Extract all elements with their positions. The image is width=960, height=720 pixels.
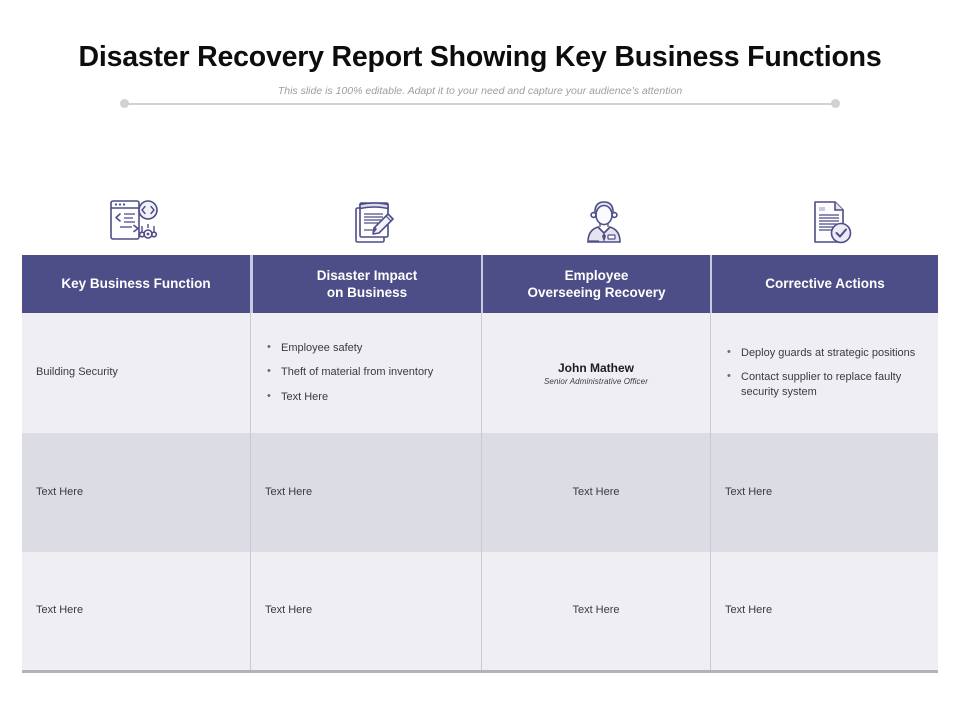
impact-label: Text Here bbox=[265, 485, 313, 498]
cell-owner: John Mathew Senior Administrative Office… bbox=[481, 313, 710, 433]
cell-function: Text Here bbox=[22, 433, 250, 552]
cell-owner: Text Here bbox=[481, 552, 710, 670]
list-item: Employee safety bbox=[267, 340, 469, 356]
page-title: Disaster Recovery Report Showing Key Bus… bbox=[78, 41, 882, 73]
column-header-disaster-impact: Disaster Impact on Business bbox=[250, 255, 481, 313]
document-check-icon bbox=[800, 190, 860, 252]
table-row: Text Here Text Here Text Here Text Here bbox=[22, 433, 938, 552]
column-header-corrective-actions: Corrective Actions bbox=[710, 255, 938, 313]
column-icon-row bbox=[22, 190, 938, 252]
page-subtitle: This slide is 100% editable. Adapt it to… bbox=[277, 85, 683, 97]
code-window-circuit-icon bbox=[104, 190, 164, 252]
owner-label: Text Here bbox=[572, 485, 620, 498]
title-divider bbox=[120, 99, 840, 108]
function-label: Text Here bbox=[36, 604, 84, 617]
divider-dot-right bbox=[831, 99, 840, 108]
notepad-pen-icon bbox=[344, 190, 404, 252]
divider-dot-left bbox=[120, 99, 129, 108]
column-header-line1: Key Business Function bbox=[61, 276, 211, 292]
function-label: Text Here bbox=[36, 485, 84, 498]
action-label: Text Here bbox=[725, 604, 773, 617]
action-bullet-list: Deploy guards at strategic positions Con… bbox=[711, 337, 938, 410]
impact-bullet-list: Employee safety Theft of material from i… bbox=[251, 332, 481, 414]
list-item: Contact supplier to replace faulty secur… bbox=[727, 369, 926, 400]
function-label: Building Security bbox=[36, 366, 118, 379]
owner-block: John Mathew Senior Administrative Office… bbox=[482, 361, 710, 386]
column-header-employee-overseeing-recovery: Employee Overseeing Recovery bbox=[481, 255, 710, 313]
cell-owner: Text Here bbox=[481, 433, 710, 552]
cell-actions: Text Here bbox=[710, 433, 938, 552]
table-row: Building Security Employee safety Theft … bbox=[22, 313, 938, 433]
divider-bar bbox=[125, 102, 835, 105]
impact-label: Text Here bbox=[265, 604, 313, 617]
cell-impact: Employee safety Theft of material from i… bbox=[250, 313, 481, 433]
cell-function: Building Security bbox=[22, 313, 250, 433]
table-row: Text Here Text Here Text Here Text Here bbox=[22, 552, 938, 670]
column-header-line1: Disaster Impact bbox=[316, 267, 418, 283]
owner-name: John Mathew bbox=[557, 360, 634, 375]
action-label: Text Here bbox=[725, 485, 773, 498]
column-header-line2: Overseeing Recovery bbox=[527, 285, 666, 300]
cell-impact: Text Here bbox=[250, 552, 481, 670]
cell-actions: Deploy guards at strategic positions Con… bbox=[710, 313, 938, 433]
key-business-functions-table: Key Business Function Disaster Impact on… bbox=[22, 255, 938, 673]
table-header-row: Key Business Function Disaster Impact on… bbox=[22, 255, 938, 313]
column-header-line2: on Business bbox=[326, 285, 408, 300]
list-item: Text Here bbox=[267, 389, 469, 405]
column-header-line1: Employee bbox=[564, 267, 629, 283]
cell-impact: Text Here bbox=[250, 433, 481, 552]
cell-actions: Text Here bbox=[710, 552, 938, 670]
owner-role: Senior Administrative Officer bbox=[544, 376, 648, 386]
column-header-line1: Corrective Actions bbox=[765, 276, 885, 292]
list-item: Deploy guards at strategic positions bbox=[727, 345, 926, 361]
owner-label: Text Here bbox=[572, 604, 620, 617]
cell-function: Text Here bbox=[22, 552, 250, 670]
column-header-key-business-function: Key Business Function bbox=[22, 255, 250, 313]
list-item: Theft of material from inventory bbox=[267, 364, 469, 380]
employee-avatar-icon bbox=[574, 190, 634, 252]
